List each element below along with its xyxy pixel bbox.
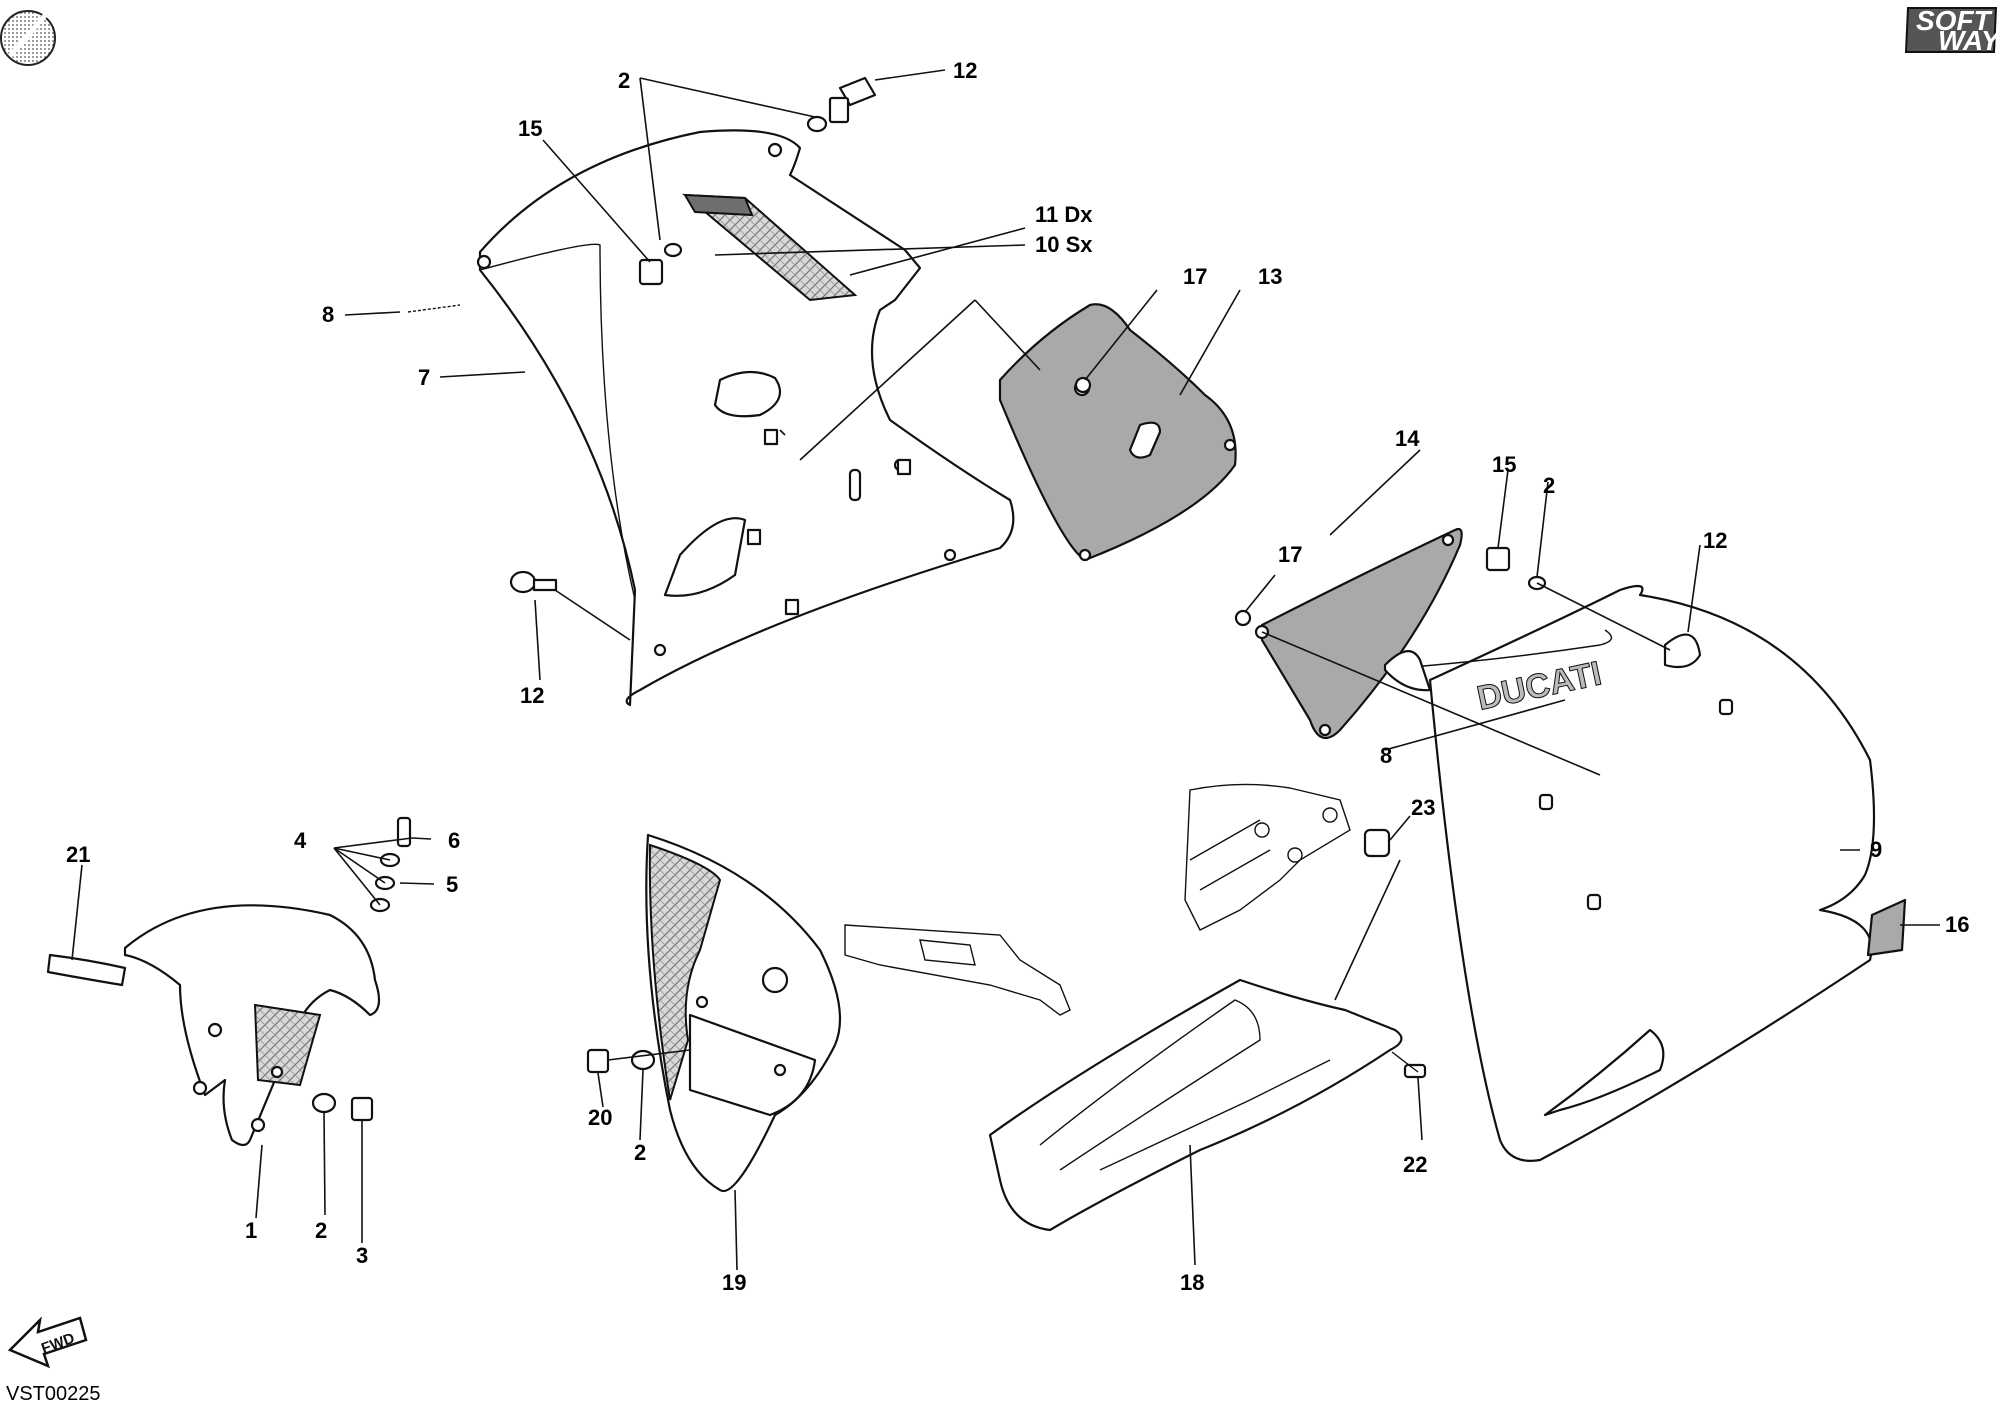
frame-sketch <box>1184 783 1351 931</box>
callout-12-right: 12 <box>1703 528 1727 553</box>
callout-2-mid: 2 <box>634 1140 646 1165</box>
part-21-strip <box>46 953 127 987</box>
callout-14: 14 <box>1395 426 1420 451</box>
corner-logo-icon <box>0 10 56 66</box>
callout-15-left: 15 <box>518 116 542 141</box>
badge-line1: SOFT <box>1916 5 1994 36</box>
callout-21: 21 <box>66 842 90 867</box>
callout-7: 7 <box>418 365 430 390</box>
part-14-triangle-panel <box>1254 527 1463 740</box>
callout-22: 22 <box>1403 1152 1427 1177</box>
callout-17-top: 17 <box>1183 264 1207 289</box>
callout-2-bottom: 2 <box>315 1218 327 1243</box>
leader-lines <box>71 69 1940 1271</box>
callout-8-right: 8 <box>1380 743 1392 768</box>
callout-1: 1 <box>245 1218 257 1243</box>
callout-12-left: 12 <box>520 683 544 708</box>
callout-labels: 12 2 15 11 Dx 10 Sx 17 13 8 7 14 15 2 12… <box>66 58 1969 1295</box>
part-13-side-panel <box>998 303 1237 562</box>
callout-16: 16 <box>1945 912 1969 937</box>
callout-3: 3 <box>356 1243 368 1268</box>
callout-2-right: 2 <box>1543 473 1555 498</box>
callout-18: 18 <box>1180 1270 1204 1295</box>
bracket-sketch <box>844 924 1071 1016</box>
fasteners <box>311 76 1702 1122</box>
callout-15-right: 15 <box>1492 452 1516 477</box>
part-9-lower-fairing-right: DUCATI <box>1383 584 1876 1162</box>
callout-23: 23 <box>1411 795 1435 820</box>
callout-13: 13 <box>1258 264 1282 289</box>
softway-badge: SOFT WAY <box>1904 5 2000 56</box>
part-19-nose-piece <box>645 833 842 1193</box>
callout-11-dx: 11 Dx <box>1035 202 1093 227</box>
callout-12-top: 12 <box>953 58 977 83</box>
part-1-front-mudguard <box>123 904 381 1147</box>
callout-6: 6 <box>448 828 460 853</box>
callout-8-left: 8 <box>322 302 334 327</box>
callout-9: 9 <box>1870 837 1882 862</box>
part-16-pad <box>1866 898 1907 957</box>
forward-direction-icon: FWD <box>7 1316 88 1369</box>
callout-5: 5 <box>446 872 458 897</box>
callout-17-right: 17 <box>1278 542 1302 567</box>
drawing-code: VST00225 <box>6 1383 101 1405</box>
callout-4: 4 <box>294 828 307 853</box>
badge-line2: WAY <box>1938 25 2000 56</box>
callout-20: 20 <box>588 1105 612 1130</box>
callout-2-top: 2 <box>618 68 630 93</box>
callout-19-value: 19 <box>722 1270 746 1295</box>
part-18-belly-pan <box>988 978 1403 1232</box>
part-7-upper-fairing-left <box>476 129 1015 707</box>
callout-10-sx: 10 Sx <box>1035 232 1093 257</box>
